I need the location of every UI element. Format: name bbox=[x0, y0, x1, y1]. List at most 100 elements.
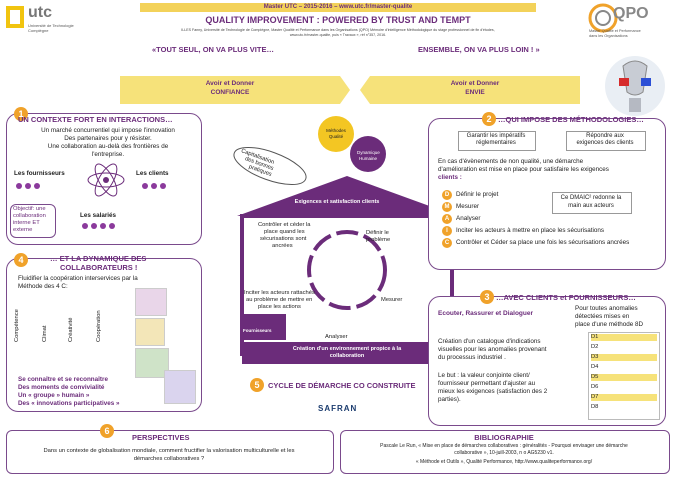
eight-d-row: D2 bbox=[591, 344, 599, 350]
regulatory-box bbox=[458, 131, 536, 151]
qpo-logo: QPO Master Qualité et Performance dans l… bbox=[585, 3, 670, 41]
section-2-para3: clients : bbox=[438, 174, 462, 181]
section-1-line1: Un marché concurrentiel qui impose l'inn… bbox=[41, 127, 175, 134]
step-define-1: Définir le bbox=[366, 230, 389, 236]
human-dyn-label-2: Humaine bbox=[358, 156, 377, 161]
eight-d-row: D5 bbox=[591, 374, 657, 381]
section-1-title: UN CONTEXTE FORT EN INTERACTIONS… bbox=[18, 115, 173, 124]
step-incite-3: place les actions bbox=[258, 304, 301, 310]
dmaic-letter-a: A bbox=[442, 214, 452, 224]
house-base-line2: collaboration bbox=[329, 353, 365, 359]
objective-box bbox=[10, 204, 56, 238]
utc-logo-sub1: Université de Technologie bbox=[28, 23, 74, 28]
section-3-right2: détectées mises en bbox=[575, 313, 630, 320]
team-photo-4 bbox=[164, 370, 196, 404]
dmaic-step-define: Définir le projet bbox=[456, 191, 499, 198]
section-3-sub: Ecouter, Rassurer et Dialoguer bbox=[438, 310, 534, 317]
header-top-line: Master UTC – 2015-2016 – www.utc.fr/mast… bbox=[263, 4, 413, 10]
section-3-p2: visuelles pour les anomalies provenant bbox=[438, 346, 547, 353]
dmaic-step-incite: Inciter les acteurs à mettre en place le… bbox=[456, 227, 605, 234]
section-4-title-2: COLLABORATEURS ! bbox=[60, 263, 138, 272]
step-control-2: place quand les bbox=[264, 229, 305, 235]
section-4-number: 4 bbox=[14, 253, 28, 267]
header-top-bar bbox=[140, 3, 536, 12]
section-5-number: 5 bbox=[250, 378, 264, 392]
section-4-line1: Fluidifier la coopération interservices … bbox=[18, 275, 138, 282]
header-authors-2: www.utc.fr/master-qualite, puis « Travau… bbox=[289, 33, 387, 37]
dmaic-letter-i: I bbox=[442, 226, 452, 236]
eight-d-row: D8 bbox=[591, 404, 599, 410]
regulatory-line2: réglementaires bbox=[476, 140, 516, 146]
supplier-tag: Fournisseurs bbox=[243, 328, 272, 333]
dmaic-step-measure: Mesurer bbox=[456, 203, 480, 210]
clients-label: Les clients bbox=[136, 170, 169, 177]
step-incite-2: au problème de mettre en bbox=[246, 297, 313, 303]
client-people-icon bbox=[142, 183, 166, 189]
eight-d-row: D7 bbox=[591, 394, 657, 401]
utc-logo-sub2: Compiègne bbox=[28, 28, 49, 33]
quote-right: ENSEMBLE, ON VA PLUS LOIN ! » bbox=[418, 45, 540, 54]
eight-d-table: D1 D2 D3 D4 D5 D6 D7 D8 bbox=[588, 332, 660, 420]
utc-logo: utc Université de Technologie Compiègne bbox=[6, 4, 74, 36]
qpo-logo-sub2: dans les Organisations bbox=[589, 34, 628, 38]
dmaic-note-1: Ce DMAIC² redonne la bbox=[560, 195, 622, 201]
section-5-title: CYCLE DE DÉMARCHE CO CONSTRUITE bbox=[268, 381, 416, 390]
utc-logo-text: utc bbox=[28, 4, 52, 21]
section-6-line2: démarches collaboratives ? bbox=[133, 456, 205, 462]
dmaic-step-analyze: Analyser bbox=[456, 215, 481, 222]
section-3-p4: Le but : la valeur conjointe client/ bbox=[438, 372, 530, 379]
section-2-title: …QUI IMPOSE DES MÉTHODOLOGIES… bbox=[498, 115, 644, 124]
objective-line2: collaboration bbox=[13, 213, 46, 219]
section-1-line3: Une collaboration au-delà des frontières… bbox=[47, 143, 169, 150]
step-incite-1: Inciter les acteurs rattachés bbox=[244, 290, 315, 296]
bibliography-line3[interactable]: « Méthode et Outils », Qualité Performan… bbox=[415, 459, 593, 465]
section-3-p7: parties). bbox=[438, 396, 461, 403]
section-1-line2: Des partenaires pour y résister. bbox=[64, 135, 152, 142]
team-photo-3 bbox=[135, 348, 169, 378]
objective-line3: interne ET bbox=[13, 220, 40, 226]
four-c-list: Compétence Climat Créativité Coopération bbox=[14, 298, 124, 368]
employee-people-icon bbox=[82, 223, 115, 229]
bibliography-title: BIBLIOGRAPHIE bbox=[474, 433, 534, 442]
dmaic-letter-d: D bbox=[442, 190, 452, 200]
dmaic-letter-m: M bbox=[442, 202, 452, 212]
utc-logo-icon bbox=[6, 6, 24, 28]
desire-banner-shape bbox=[360, 76, 580, 104]
team-photo-1 bbox=[135, 288, 167, 316]
section-4-bullet2: Des moments de convivialité bbox=[18, 384, 105, 391]
desire-banner-line2: ENVIE bbox=[465, 89, 485, 96]
section-3-right1: Pour toutes anomalies bbox=[575, 305, 638, 312]
c-competence: Compétence bbox=[14, 309, 20, 342]
section-2-number: 2 bbox=[482, 112, 496, 126]
eight-d-row: D6 bbox=[591, 384, 599, 390]
dmaic-letters: D M A I C bbox=[442, 190, 456, 250]
house-base-line1: Création d'un environnement propice à la bbox=[292, 346, 402, 352]
section-3-panel bbox=[428, 296, 666, 426]
section-3-number: 3 bbox=[480, 290, 494, 304]
section-4-bullet3: Un « groupe » humain » bbox=[18, 392, 90, 399]
client-req-line1: Répondre aux bbox=[586, 133, 624, 139]
roof-label: Exigences et satisfaction clients bbox=[294, 199, 380, 205]
eight-d-row: D1 bbox=[591, 334, 657, 341]
bibliography-line2: collaborative », 10-juill-2003, n o AG52… bbox=[454, 450, 554, 456]
house-diagram bbox=[233, 116, 457, 364]
human-dyn-label-1: Dynamique bbox=[357, 150, 380, 155]
client-req-box bbox=[566, 131, 646, 151]
qpo-logo-sub1: Master Qualité et Performance bbox=[589, 29, 641, 33]
supplier-people-icon bbox=[16, 183, 40, 189]
qpo-logo-text: QPO bbox=[613, 5, 649, 22]
section-6-number: 6 bbox=[100, 424, 114, 438]
section-3-p1: Création d'un catalogue d'indications bbox=[438, 338, 541, 345]
methods-label-1: Méthodes bbox=[326, 128, 346, 133]
eight-d-row: D4 bbox=[591, 364, 599, 370]
trust-banner-shape bbox=[120, 76, 350, 104]
step-control-4: ancrées bbox=[272, 243, 293, 249]
bibliography-panel bbox=[340, 430, 670, 474]
safran-logo: SAFRAN bbox=[318, 404, 358, 413]
eight-d-row: D3 bbox=[591, 354, 657, 361]
quote-left: «TOUT SEUL, ON VA PLUS VITE… bbox=[152, 45, 274, 54]
bibliography-line1: Pascale Le Run, « Mise en place de démar… bbox=[380, 443, 628, 449]
atom-icon bbox=[87, 163, 125, 197]
trophy-icon bbox=[605, 56, 665, 116]
section-4-bullet4: Des « innovations participatives » bbox=[18, 400, 120, 407]
